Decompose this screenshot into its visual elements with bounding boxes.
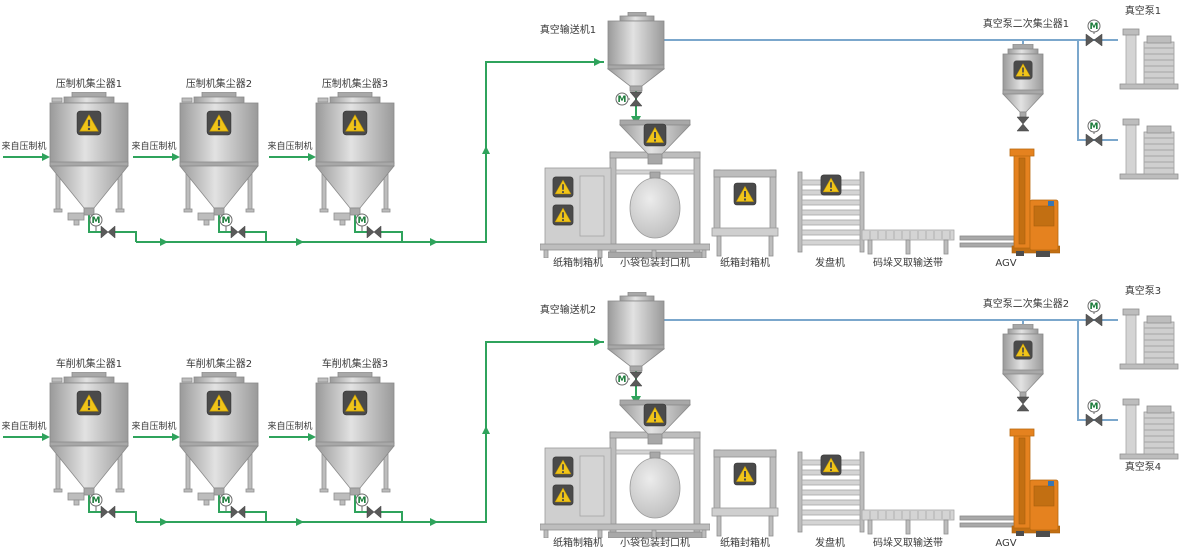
source-label: 来自压制机	[1, 142, 47, 152]
turning-line-graphics	[0, 280, 1194, 559]
vacuum-conveyor-label: 真空输送机2	[539, 305, 597, 316]
equipment-label: 码垛叉取输送带	[873, 538, 943, 549]
dust-collector-label: 压制机集尘器3	[321, 79, 389, 90]
equipment-label: 发盘机	[815, 258, 845, 269]
secondary-collector-label: 真空泵二次集尘器1	[982, 19, 1070, 30]
dust-collector-label: 车削机集尘器3	[321, 359, 389, 370]
equipment-label: 小袋包装封口机	[620, 258, 690, 269]
equipment-label: 纸箱制箱机	[553, 538, 603, 549]
process-line-graphic	[3, 12, 1178, 258]
dust-collector-label: 车削机集尘器1	[55, 359, 123, 370]
source-label: 来自压制机	[131, 422, 177, 432]
equipment-label: 码垛叉取输送带	[873, 258, 943, 269]
vacuum-pump-label: 真空泵4	[1124, 462, 1162, 473]
dust-collector-label: 车削机集尘器2	[185, 359, 253, 370]
vacuum-pump-label: 真空泵3	[1124, 286, 1162, 297]
process-line-graphic	[3, 292, 1178, 538]
turning-line-section: 车削机集尘器1 车削机集尘器2 车削机集尘器3 来自压制机 来自压制机 来自压制…	[0, 280, 1194, 559]
vacuum-pump-label: 真空泵1	[1124, 6, 1162, 17]
equipment-label: 纸箱封箱机	[720, 538, 770, 549]
source-label: 来自压制机	[267, 422, 313, 432]
equipment-label: 纸箱封箱机	[720, 258, 770, 269]
press-line-section: 压制机集尘器1 压制机集尘器2 压制机集尘器3 来自压制机 来自压制机 来自压制…	[0, 0, 1194, 280]
equipment-label: AGV	[995, 538, 1017, 549]
dust-collector-label: 压制机集尘器2	[185, 79, 253, 90]
equipment-label: AGV	[995, 258, 1017, 269]
equipment-label: 小袋包装封口机	[620, 538, 690, 549]
press-line-graphics	[0, 0, 1194, 280]
vacuum-conveyor-label: 真空输送机1	[539, 25, 597, 36]
dust-collector-label: 压制机集尘器1	[55, 79, 123, 90]
source-label: 来自压制机	[1, 422, 47, 432]
secondary-collector-label: 真空泵二次集尘器2	[982, 299, 1070, 310]
source-label: 来自压制机	[267, 142, 313, 152]
equipment-label: 发盘机	[815, 538, 845, 549]
equipment-label: 纸箱制箱机	[553, 258, 603, 269]
source-label: 来自压制机	[131, 142, 177, 152]
